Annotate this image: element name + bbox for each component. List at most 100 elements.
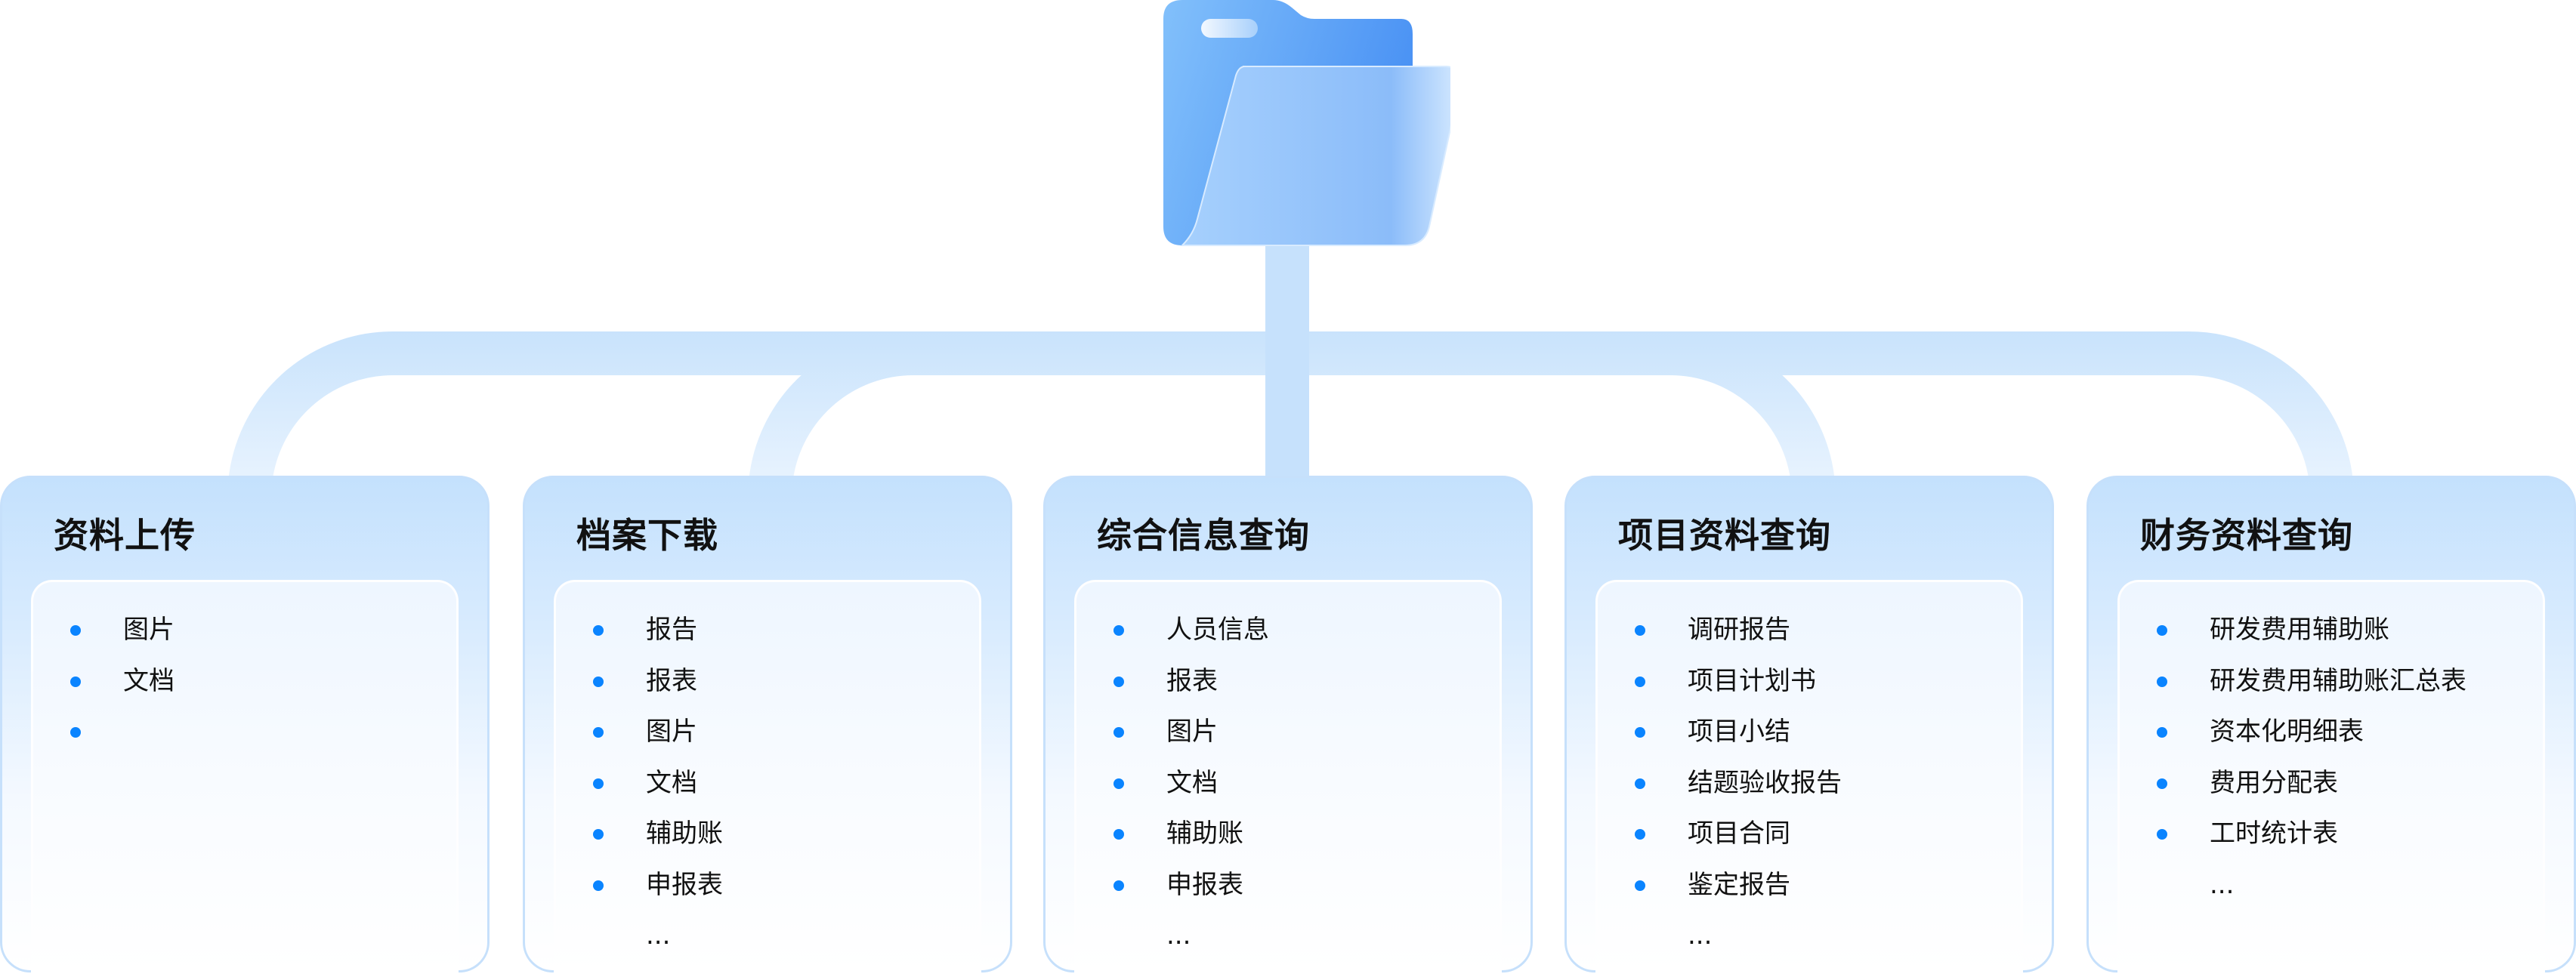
card-title: 档案下载 (576, 515, 718, 556)
list-item[interactable]: 图片 (588, 707, 723, 758)
item-label: 文档 (1166, 767, 1218, 798)
item-label: 图片 (646, 717, 697, 747)
list-item[interactable]: 报告 (588, 605, 723, 656)
card-title: 财务资料查询 (2140, 515, 2353, 556)
bullet-icon (593, 727, 604, 738)
list-item[interactable]: 文档 (1108, 758, 1269, 809)
bullet-icon (1635, 727, 1645, 738)
item-list: 调研报告项目计划书项目小结结题验收报告项目合同鉴定报告... (1629, 605, 1842, 962)
item-list: 报告报表图片文档辅助账申报表... (588, 605, 723, 962)
list-item[interactable]: 项目小结 (1629, 707, 1842, 758)
bullet-icon (1113, 880, 1124, 891)
item-label: 资本化明细表 (2210, 717, 2364, 747)
item-label: 辅助账 (1166, 818, 1243, 849)
list-item[interactable]: 申报表 (1108, 860, 1269, 911)
item-label: 费用分配表 (2210, 767, 2338, 798)
list-item[interactable]: 项目合同 (1629, 809, 1842, 860)
bullet-icon (70, 727, 81, 738)
bullet-icon (2157, 625, 2167, 636)
item-label: 人员信息 (1166, 615, 1269, 645)
list-item[interactable]: 辅助账 (588, 809, 723, 860)
list-item[interactable]: 申报表 (588, 860, 723, 911)
item-label: 图片 (1166, 717, 1218, 747)
bullet-icon (2157, 676, 2167, 687)
list-item[interactable]: 图片 (65, 605, 175, 656)
card-panel: 研发费用辅助账研发费用辅助账汇总表资本化明细表费用分配表工时统计表... (2117, 580, 2545, 972)
list-item[interactable]: 文档 (65, 656, 175, 707)
item-label: 文档 (123, 665, 175, 696)
list-item[interactable]: 人员信息 (1108, 605, 1269, 656)
card-title: 资料上传 (54, 515, 196, 556)
list-item[interactable]: 工时统计表 (2151, 809, 2466, 860)
more-items: ... (1688, 920, 1713, 951)
more-items: ... (2210, 869, 2235, 900)
list-item[interactable]: 辅助账 (1108, 809, 1269, 860)
more-items: ... (1166, 920, 1191, 951)
bullet-icon (1635, 880, 1645, 891)
bullet-icon (2157, 829, 2167, 840)
item-label: 项目合同 (1688, 818, 1790, 849)
bullet-icon (593, 880, 604, 891)
card-title: 综合信息查询 (1097, 515, 1310, 556)
card-panel: 人员信息报表图片文档辅助账申报表... (1074, 580, 1502, 972)
item-label: 研发费用辅助账 (2210, 615, 2389, 645)
card-info-query[interactable]: 综合信息查询 人员信息报表图片文档辅助账申报表... (1043, 476, 1533, 972)
list-item[interactable]: 文档 (588, 758, 723, 809)
item-label: 报告 (646, 615, 697, 645)
item-label: 项目计划书 (1688, 665, 1816, 696)
item-label: 结题验收报告 (1688, 767, 1842, 798)
bullet-icon (1635, 676, 1645, 687)
list-item[interactable]: 研发费用辅助账汇总表 (2151, 656, 2466, 707)
item-list: 研发费用辅助账研发费用辅助账汇总表资本化明细表费用分配表工时统计表... (2151, 605, 2466, 911)
card-panel: 图片文档 (31, 580, 459, 972)
list-item[interactable]: 报表 (1108, 656, 1269, 707)
list-item[interactable]: 结题验收报告 (1629, 758, 1842, 809)
list-item[interactable]: 报表 (588, 656, 723, 707)
bullet-icon (1635, 829, 1645, 840)
bullet-icon (2157, 727, 2167, 738)
bullet-icon (1113, 625, 1124, 636)
item-label: 文档 (646, 767, 697, 798)
list-item[interactable]: 费用分配表 (2151, 758, 2466, 809)
item-label: 报表 (646, 665, 697, 696)
bullet-icon (1113, 829, 1124, 840)
bullet-icon (1635, 625, 1645, 636)
item-list: 人员信息报表图片文档辅助账申报表... (1108, 605, 1269, 962)
item-label: 辅助账 (646, 818, 723, 849)
bullet-icon (70, 676, 81, 687)
item-label: 工时统计表 (2210, 818, 2338, 849)
list-item[interactable]: 调研报告 (1629, 605, 1842, 656)
bullet-icon (2157, 778, 2167, 789)
item-label: 项目小结 (1688, 717, 1790, 747)
bullet-icon (593, 676, 604, 687)
list-item[interactable]: 鉴定报告 (1629, 860, 1842, 911)
bullet-icon (593, 829, 604, 840)
item-list: 图片文档 (65, 605, 175, 758)
item-label: 申报表 (1166, 869, 1243, 900)
bullet-icon (1635, 778, 1645, 789)
list-item[interactable]: 图片 (1108, 707, 1269, 758)
more-items: ... (646, 920, 671, 951)
card-upload[interactable]: 资料上传 图片文档 (0, 476, 490, 972)
card-title: 项目资料查询 (1618, 515, 1831, 556)
item-label: 鉴定报告 (1688, 869, 1790, 900)
card-archive-download[interactable]: 档案下载 报告报表图片文档辅助账申报表... (523, 476, 1012, 972)
list-item[interactable]: 资本化明细表 (2151, 707, 2466, 758)
folder-icon (1163, 0, 1450, 246)
card-project-query[interactable]: 项目资料查询 调研报告项目计划书项目小结结题验收报告项目合同鉴定报告... (1564, 476, 2054, 972)
list-item[interactable]: 研发费用辅助账 (2151, 605, 2466, 656)
bullet-icon (1113, 778, 1124, 789)
item-label: 报表 (1166, 665, 1218, 696)
card-finance-query[interactable]: 财务资料查询 研发费用辅助账研发费用辅助账汇总表资本化明细表费用分配表工时统计表… (2086, 476, 2576, 972)
item-label: 调研报告 (1688, 615, 1790, 645)
bullet-icon (593, 778, 604, 789)
list-item[interactable] (65, 707, 175, 758)
bullet-icon (593, 625, 604, 636)
list-item[interactable]: 项目计划书 (1629, 656, 1842, 707)
card-panel: 报告报表图片文档辅助账申报表... (554, 580, 981, 972)
item-label: 图片 (123, 615, 175, 645)
bullet-icon (1113, 676, 1124, 687)
bullet-icon (70, 625, 81, 636)
stem-connector (1265, 227, 1309, 483)
card-panel: 调研报告项目计划书项目小结结题验收报告项目合同鉴定报告... (1595, 580, 2023, 972)
